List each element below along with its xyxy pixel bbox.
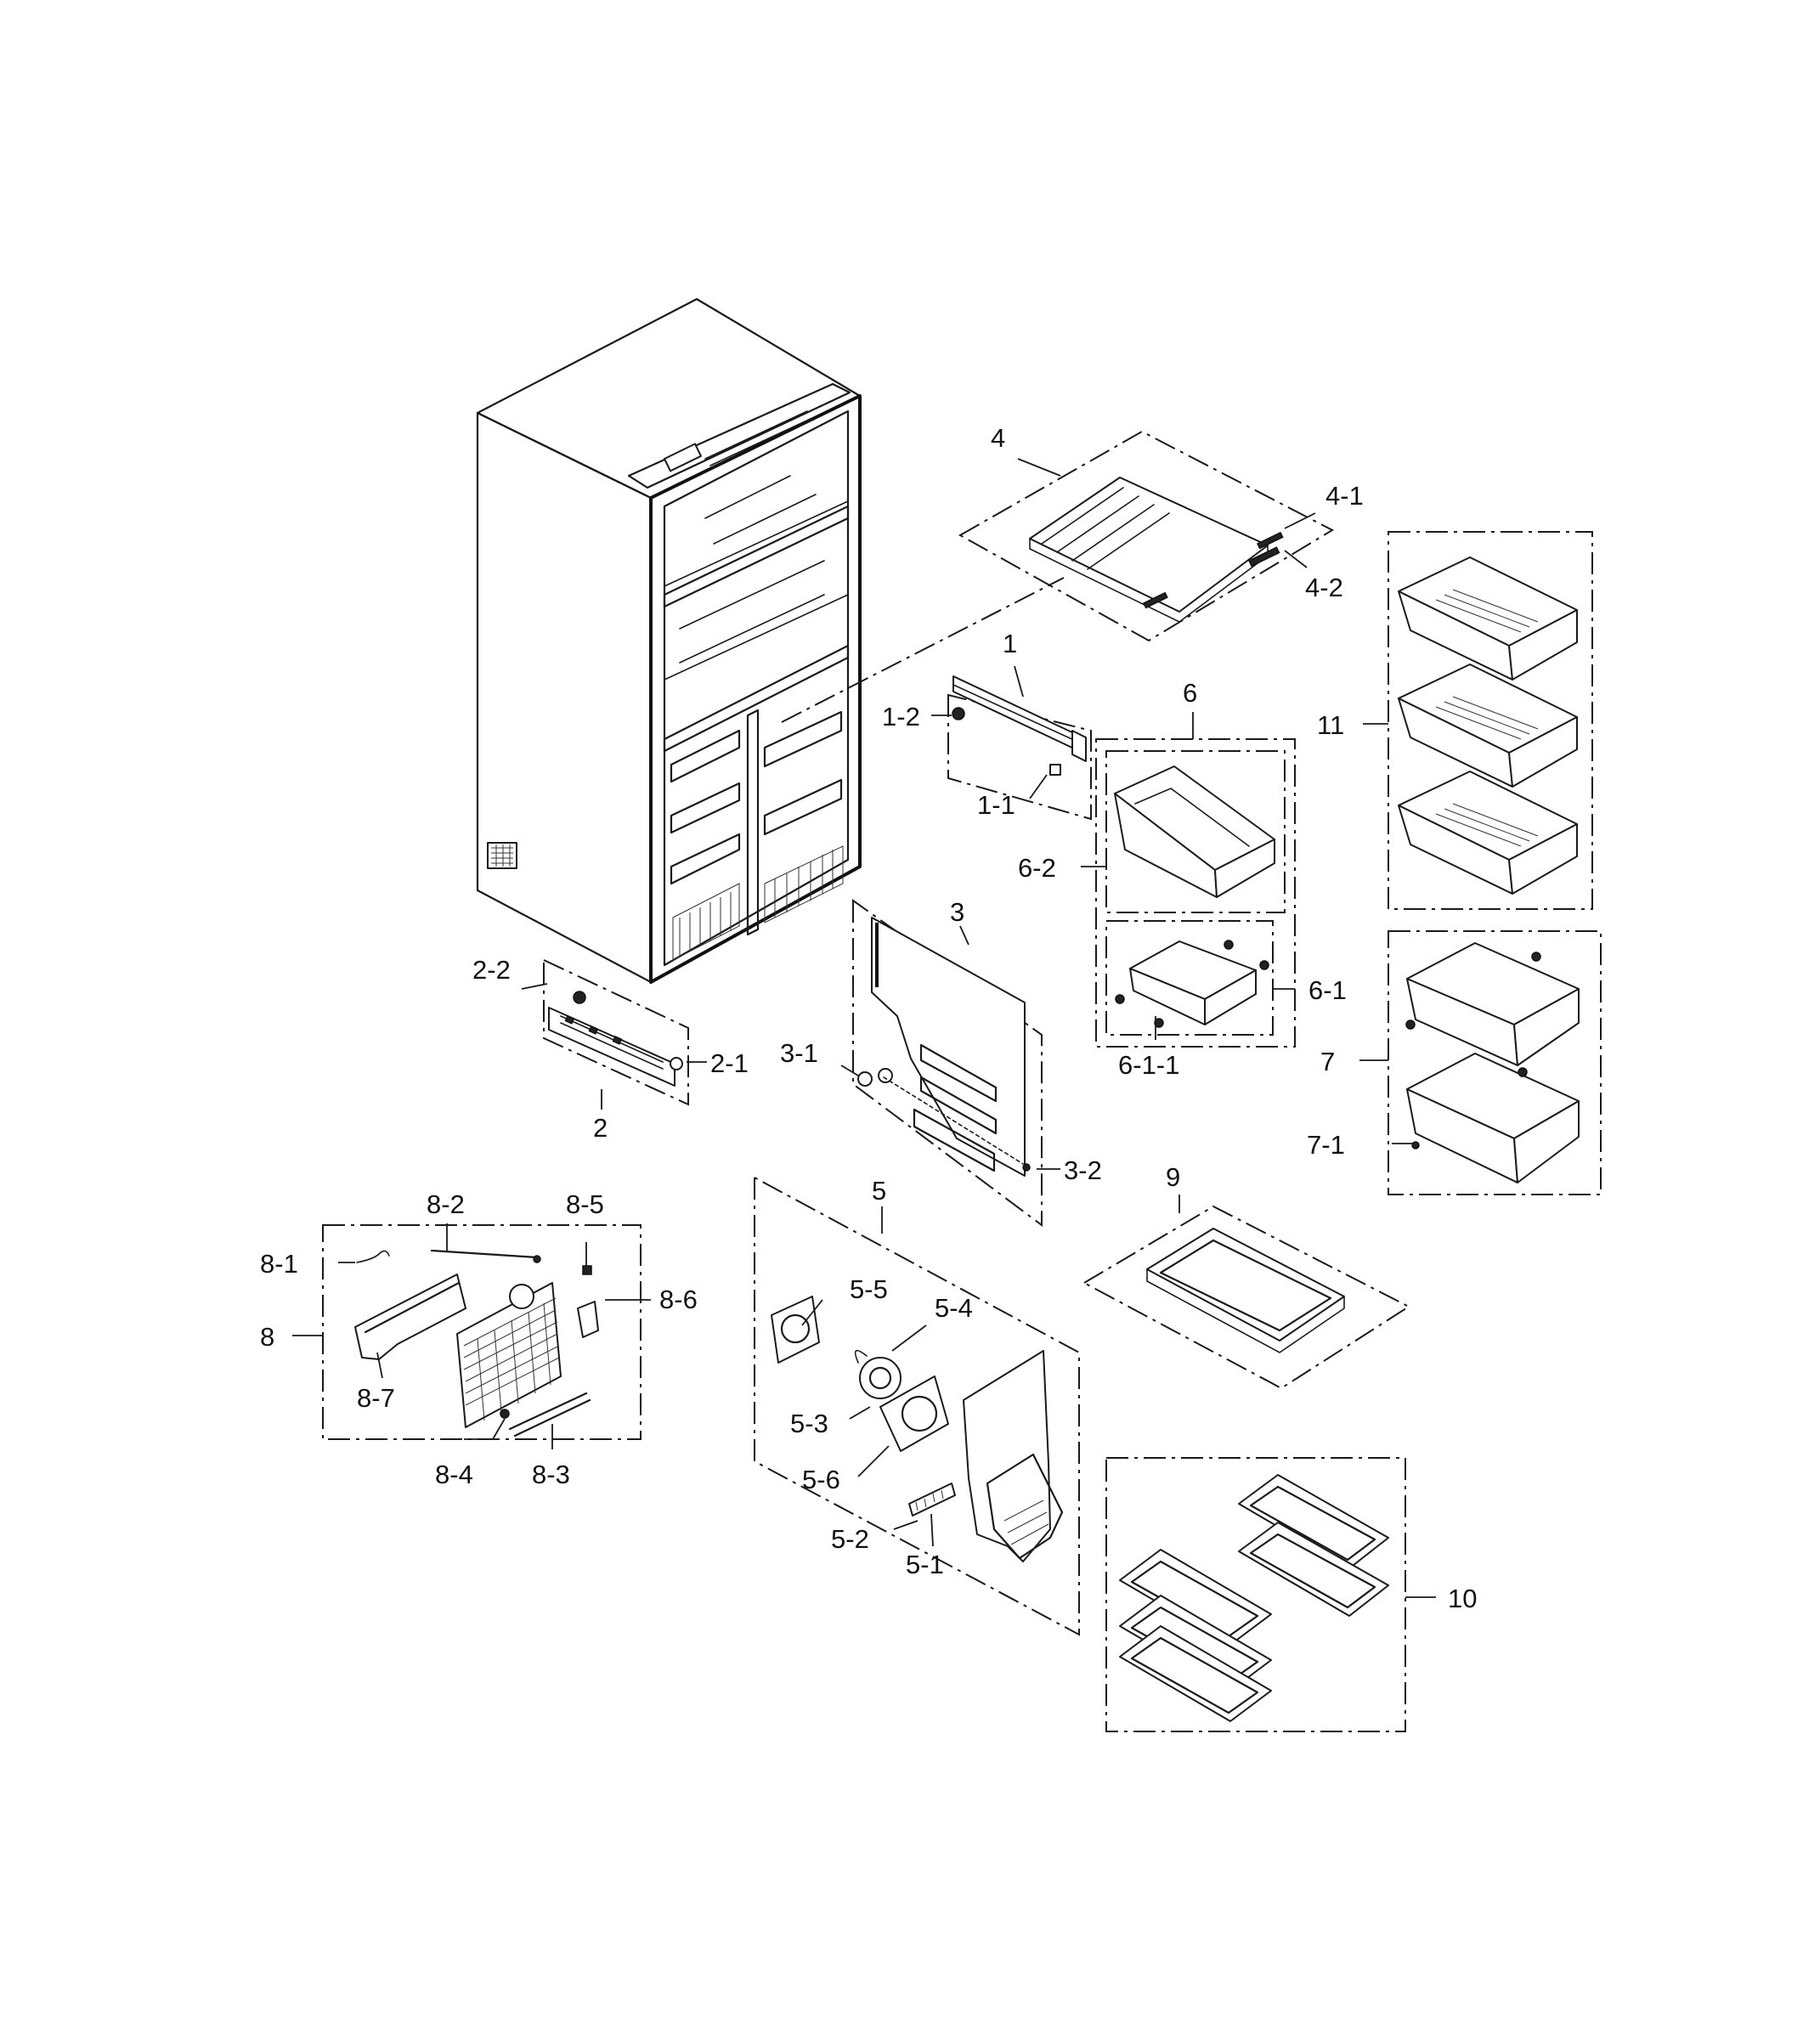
part-2-panel-group (543, 958, 689, 1106)
label-5-3: 5-3 (790, 1409, 828, 1438)
label-8-4: 8-4 (435, 1460, 473, 1489)
refrigerator-cabinet (476, 297, 862, 984)
label-7: 7 (1320, 1047, 1335, 1076)
label-1-2: 1-2 (882, 702, 920, 731)
label-5-2: 5-2 (831, 1524, 869, 1554)
part-7-drawer-top (1405, 942, 1580, 1066)
part-7-drawer-group (1388, 930, 1602, 1195)
label-8-3: 8-3 (532, 1460, 570, 1489)
label-5-4: 5-4 (935, 1293, 973, 1323)
label-6-2: 6-2 (1018, 853, 1056, 883)
label-5-5: 5-5 (850, 1274, 888, 1304)
part-11-drawer-top (1398, 556, 1578, 681)
label-9: 9 (1166, 1162, 1180, 1192)
part-4-shelf-group (958, 430, 1335, 642)
label-6-1-1: 6-1-1 (1118, 1050, 1179, 1080)
label-4-1: 4-1 (1325, 481, 1364, 511)
label-8: 8 (260, 1322, 274, 1352)
part-11-crisper-group (1388, 531, 1593, 910)
label-10: 10 (1448, 1584, 1477, 1613)
label-3-1: 3-1 (780, 1038, 818, 1068)
label-8-6: 8-6 (659, 1285, 698, 1314)
part-11-drawer-middle (1398, 664, 1578, 788)
label-1-1: 1-1 (977, 790, 1015, 820)
label-8-2: 8-2 (427, 1189, 465, 1219)
leader-lines (292, 458, 1436, 1598)
part-5-fan-group (754, 1176, 1080, 1636)
part-10-shelf-c (1119, 1625, 1272, 1722)
label-8-5: 8-5 (566, 1189, 604, 1219)
label-6-1: 6-1 (1308, 975, 1347, 1005)
part-11-drawer-bottom (1398, 771, 1578, 895)
label-7-1: 7-1 (1307, 1130, 1345, 1160)
part-9-tray-group (1082, 1205, 1411, 1390)
part-10-shelf-e (1238, 1522, 1389, 1617)
part-8-evaporator-group (322, 1224, 642, 1440)
label-2-2: 2-2 (472, 955, 511, 985)
label-11: 11 (1317, 710, 1344, 740)
label-5: 5 (872, 1176, 886, 1206)
part-7-drawer-bottom (1406, 1053, 1580, 1183)
part-3-cover-group (852, 899, 1043, 1227)
assembly-line (781, 577, 1065, 723)
part-6-drawer-group (1095, 738, 1296, 1048)
label-3-2: 3-2 (1064, 1155, 1102, 1185)
label-8-7: 8-7 (357, 1383, 395, 1413)
label-8-1: 8-1 (260, 1249, 298, 1279)
label-5-6: 5-6 (802, 1465, 840, 1494)
label-2-1: 2-1 (710, 1048, 749, 1078)
label-5-1: 5-1 (906, 1550, 944, 1579)
part-10-shelf-group (1105, 1457, 1406, 1732)
label-4-2: 4-2 (1305, 573, 1343, 602)
label-6: 6 (1183, 678, 1197, 708)
label-4: 4 (991, 423, 1005, 453)
label-2: 2 (593, 1113, 608, 1143)
label-3: 3 (950, 897, 964, 927)
callout-labels: 4 4-1 4-2 1 1-2 1-1 6 6-2 6-1 6-1-1 11 7… (260, 423, 1477, 1613)
part-1-rail-group (947, 675, 1092, 821)
label-1: 1 (1003, 629, 1017, 658)
